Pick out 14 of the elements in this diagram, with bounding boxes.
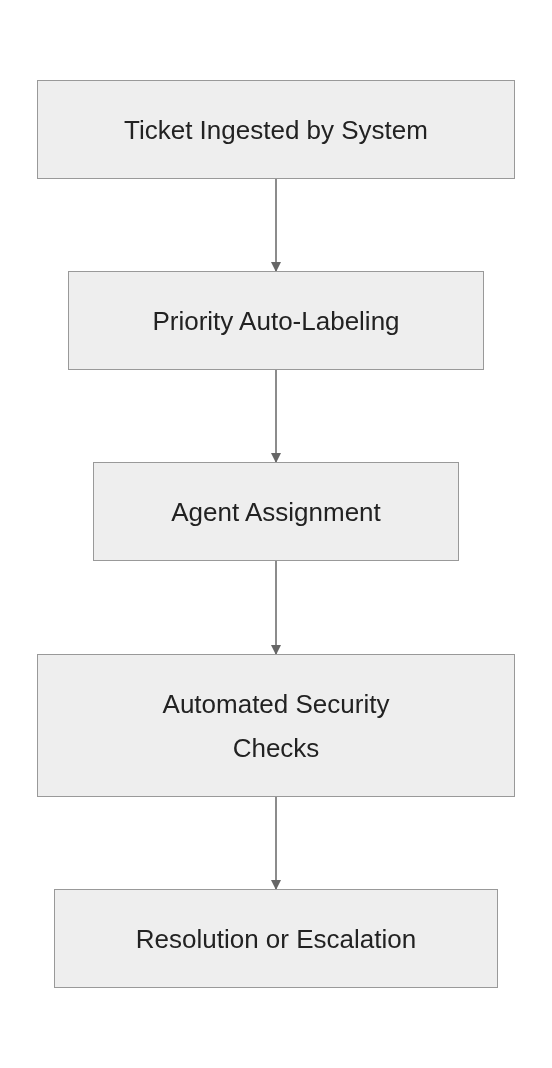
arrow xyxy=(271,560,281,655)
box-label: Resolution or Escalation xyxy=(135,922,417,956)
arrow xyxy=(271,369,281,463)
process-box xyxy=(37,654,515,797)
box-label: Agent Assignment xyxy=(171,495,381,529)
process-box xyxy=(54,889,498,988)
process-box xyxy=(68,271,484,370)
box-label: Priority Auto-Labeling xyxy=(152,304,400,338)
process-box xyxy=(37,80,515,179)
box-label: Ticket Ingested by System xyxy=(124,113,428,147)
box-label: Automated Security Checks xyxy=(161,687,391,765)
process-box xyxy=(93,462,459,561)
arrow xyxy=(271,178,281,272)
arrow xyxy=(271,796,281,890)
